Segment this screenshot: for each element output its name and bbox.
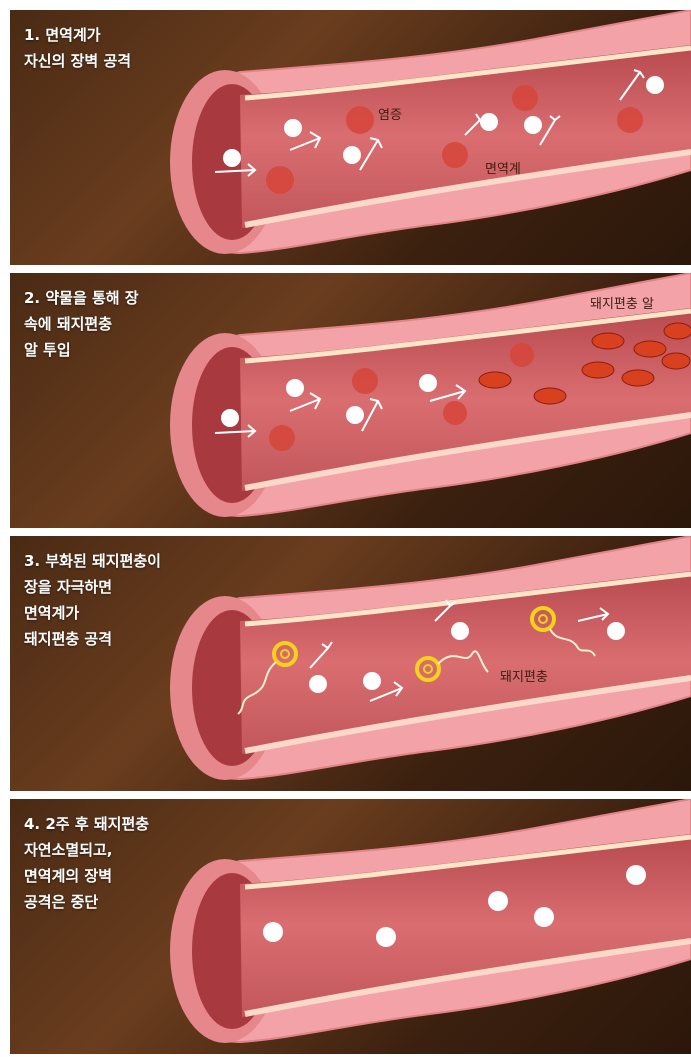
caption-line: 장을 자극하면 [24, 574, 224, 600]
inflammation-spot [512, 85, 538, 111]
inflammation-spot [617, 107, 643, 133]
caption-line: 1. 면역계가 [24, 22, 224, 48]
immune-label: 면역계 [485, 158, 521, 177]
inflammation-spot [269, 425, 295, 451]
caption-line: 2. 약물을 통해 장 [24, 285, 224, 311]
inflammation-spot [266, 166, 294, 194]
panel-caption: 4. 2주 후 돼지편충 자연소멸되고, 면역계의 장벽 공격은 중단 [24, 811, 224, 915]
panel-3: 3. 부화된 돼지편충이 장을 자극하면 면역계가 돼지편충 공격 돼지편충 [10, 536, 691, 791]
inflammation-spot [352, 368, 378, 394]
panel-caption: 2. 약물을 통해 장 속에 돼지편충 알 투입 [24, 285, 224, 363]
caption-line: 공격은 중단 [24, 889, 224, 915]
caption-line: 속에 돼지편충 [24, 311, 224, 337]
panel-1: 1. 면역계가 자신의 장벽 공격 염증 면역계 [10, 10, 691, 265]
caption-line: 자신의 장벽 공격 [24, 48, 224, 74]
panel-caption: 1. 면역계가 자신의 장벽 공격 [24, 22, 224, 74]
inflammation-spot [510, 343, 534, 367]
inflammation-label: 염증 [378, 104, 402, 123]
panel-2: 2. 약물을 통해 장 속에 돼지편충 알 투입 돼지편충 알 [10, 273, 691, 528]
inflammation-spot [443, 401, 467, 425]
panel-4: 4. 2주 후 돼지편충 자연소멸되고, 면역계의 장벽 공격은 중단 [10, 799, 691, 1054]
inflammation-spot [346, 106, 374, 134]
caption-line: 알 투입 [24, 337, 224, 363]
caption-line: 면역계의 장벽 [24, 863, 224, 889]
caption-line: 자연소멸되고, [24, 837, 224, 863]
caption-line: 돼지편충 공격 [24, 626, 224, 652]
inflammation-spot [442, 142, 468, 168]
caption-line: 4. 2주 후 돼지편충 [24, 811, 224, 837]
caption-line: 3. 부화된 돼지편충이 [24, 548, 224, 574]
panel-caption: 3. 부화된 돼지편충이 장을 자극하면 면역계가 돼지편충 공격 [24, 548, 224, 652]
eggs-label: 돼지편충 알 [590, 293, 654, 312]
caption-line: 면역계가 [24, 600, 224, 626]
worm-label: 돼지편충 [500, 666, 548, 685]
